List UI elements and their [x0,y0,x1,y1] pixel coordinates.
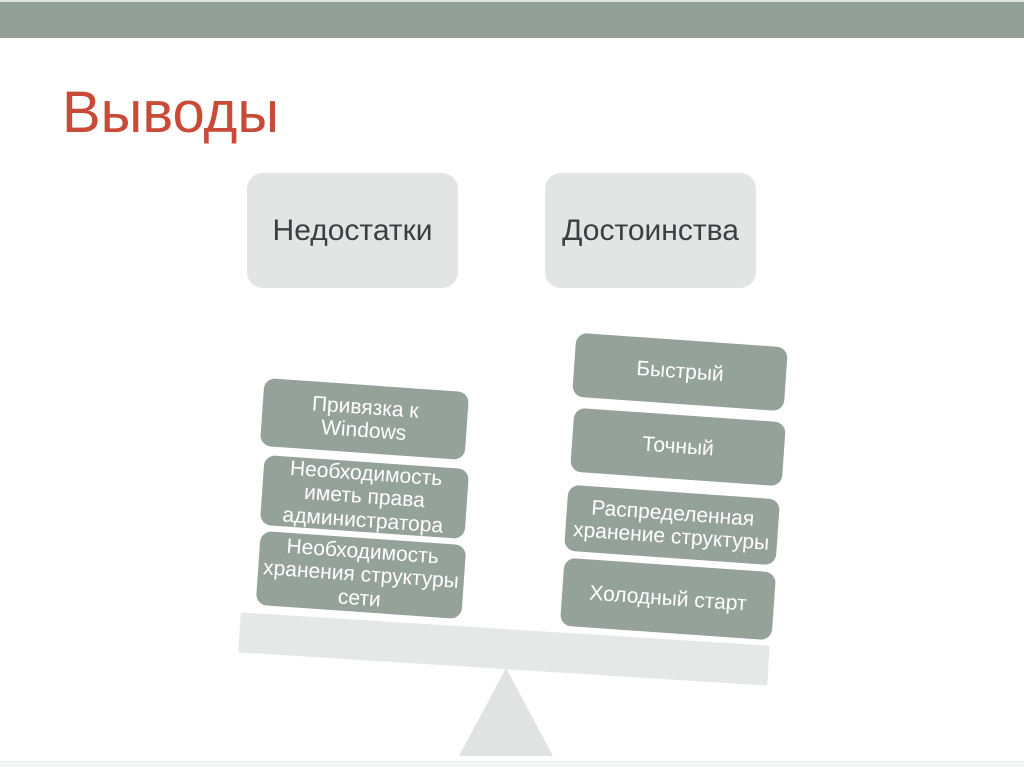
slide-title: Выводы [62,80,280,145]
column-header-disadvantages-label: Недостатки [272,213,433,247]
column-header-advantages: Достоинства [545,173,756,288]
footer-bar [0,761,1024,767]
balance-fulcrum-triangle [459,668,553,756]
disadvantage-item-windows-binding: Привязка к Windows [259,377,470,461]
advantage-item-accurate: Точный [570,407,786,487]
disadvantage-item-admin-rights: Необходимость иметь права администратора [259,454,470,540]
column-header-disadvantages: Недостатки [247,173,458,288]
advantage-item-fast: Быстрый [572,332,788,412]
disadvantage-item-network-structure-storage: Необходимость хранения структуры сети [255,530,467,620]
column-header-advantages-label: Достоинства [562,213,739,247]
advantage-item-distributed-structure-storage: Распределенная хранение структуры [563,484,781,566]
header-bar [0,0,1024,38]
advantage-item-cold-start: Холодный старт [559,557,777,641]
